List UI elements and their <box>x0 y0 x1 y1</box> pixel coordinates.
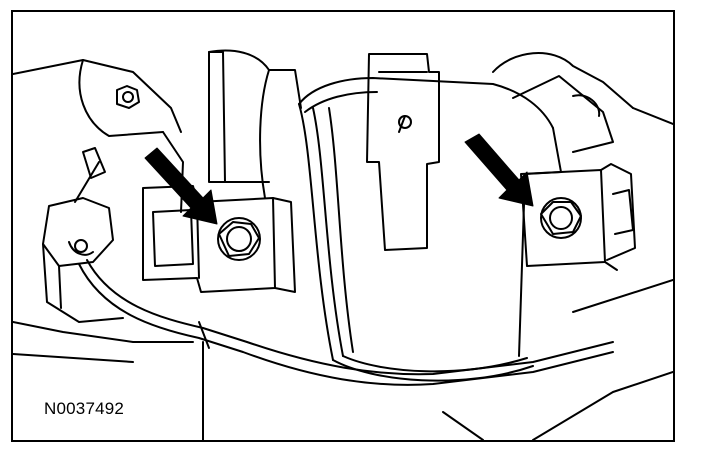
top-strap <box>366 53 440 251</box>
arrow-right-bolt <box>464 133 534 207</box>
main-housing <box>259 69 562 382</box>
figure-id-label: N0037492 <box>44 399 125 418</box>
mechanical-illustration <box>13 49 673 440</box>
callout-arrows <box>144 133 534 225</box>
upper-nut <box>116 85 140 109</box>
right-mount-bolt <box>540 197 582 239</box>
upper-right-linkage <box>492 52 673 153</box>
left-mount-bolt <box>217 217 261 261</box>
right-bracket <box>520 163 636 271</box>
lower-right-contours <box>442 279 673 440</box>
wire-harness <box>78 259 614 386</box>
diagram-frame: N0037492 <box>11 10 675 442</box>
electrical-connector <box>42 147 124 323</box>
engine-block-outline <box>13 49 270 440</box>
arrow-left-bolt <box>144 147 218 225</box>
